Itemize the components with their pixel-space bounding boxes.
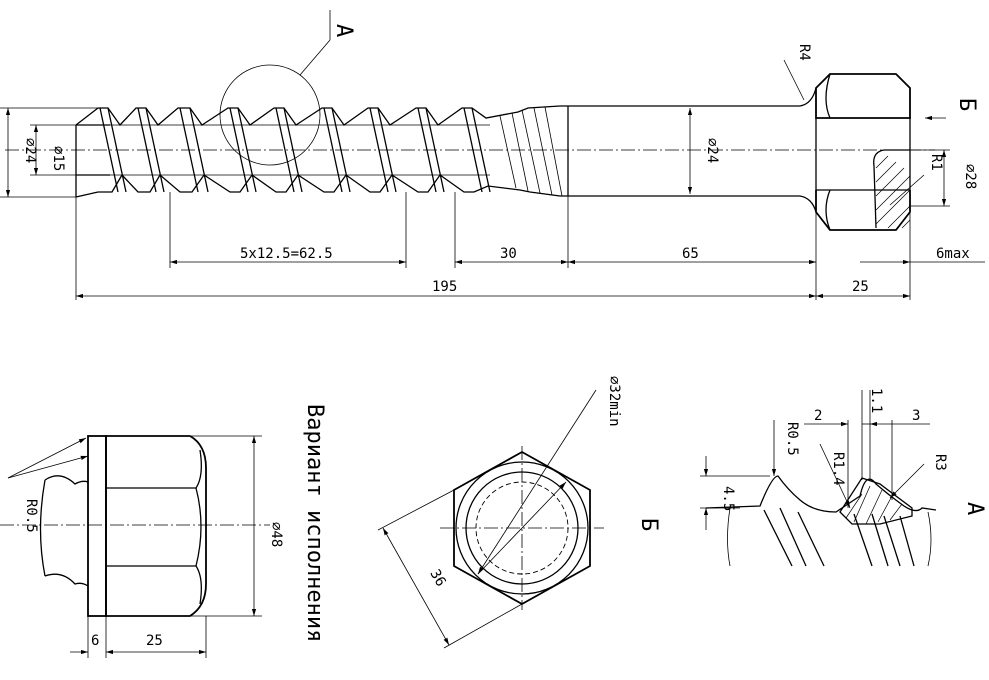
thread-section [75,105,563,198]
view-b-callout: Б [954,98,979,111]
dim-taper-length: 30 [500,246,517,262]
detail-a-label: A [962,502,987,515]
detail-radius-root: R1.4 [830,452,846,486]
detail-a: 4.5 R0.5 R1.4 R3 2 1.1 3 A [700,388,987,567]
dim-flange-dia: ⌀48 [268,522,284,547]
detail-radius-tip: R0.5 [784,422,800,456]
main-view: A Б R4 R1 ⌀28 ⌀24 ⌀15 ⌀24 [0,10,985,300]
detail-width-2: 2 [814,408,822,424]
detail-width-1-1: 1.1 [868,388,884,413]
dim-total-length: 195 [432,279,457,295]
end-view-label: Б [636,518,661,531]
shank [560,87,817,213]
detail-hatch [845,485,903,525]
dim-detail-height: 4.5 [720,486,736,511]
dim-thread-minor-dia: ⌀15 [50,146,66,171]
dim-shank-length: 65 [682,246,699,262]
hex-head [815,73,911,231]
dim-variant-head-height: 25 [146,633,163,649]
recess-hatch [875,155,911,229]
dim-recess-dia: ⌀28 [962,164,978,189]
variant-radius-label: R0.5 [23,499,39,533]
detail-width-3: 3 [912,408,920,424]
radius-fillet-head: R4 [796,44,812,61]
detail-radius-flank: R3 [932,454,948,471]
detail-a-circle [219,64,321,166]
dim-min-dia: ⌀32min [606,376,622,427]
end-view-b: ⌀32min 36 Б [377,376,661,649]
variant-title: Вариант исполнения [302,404,327,642]
variant-view: R0.5 ⌀48 6 25 Вариант исполнения [0,404,327,658]
variant-flange [87,435,107,617]
dim-shank-dia: ⌀24 [704,138,720,163]
dim-head-recess: 6max [936,246,970,262]
dim-head-height: 25 [852,279,869,295]
dim-thread-pitch: 5x12.5=62.5 [240,246,333,262]
detail-a-callout: A [331,24,356,37]
dim-flange-thickness: 6 [91,633,99,649]
radius-recess: R1 [928,154,944,171]
thread-flanks [99,106,563,197]
dim-across-flats: 36 [426,567,448,590]
